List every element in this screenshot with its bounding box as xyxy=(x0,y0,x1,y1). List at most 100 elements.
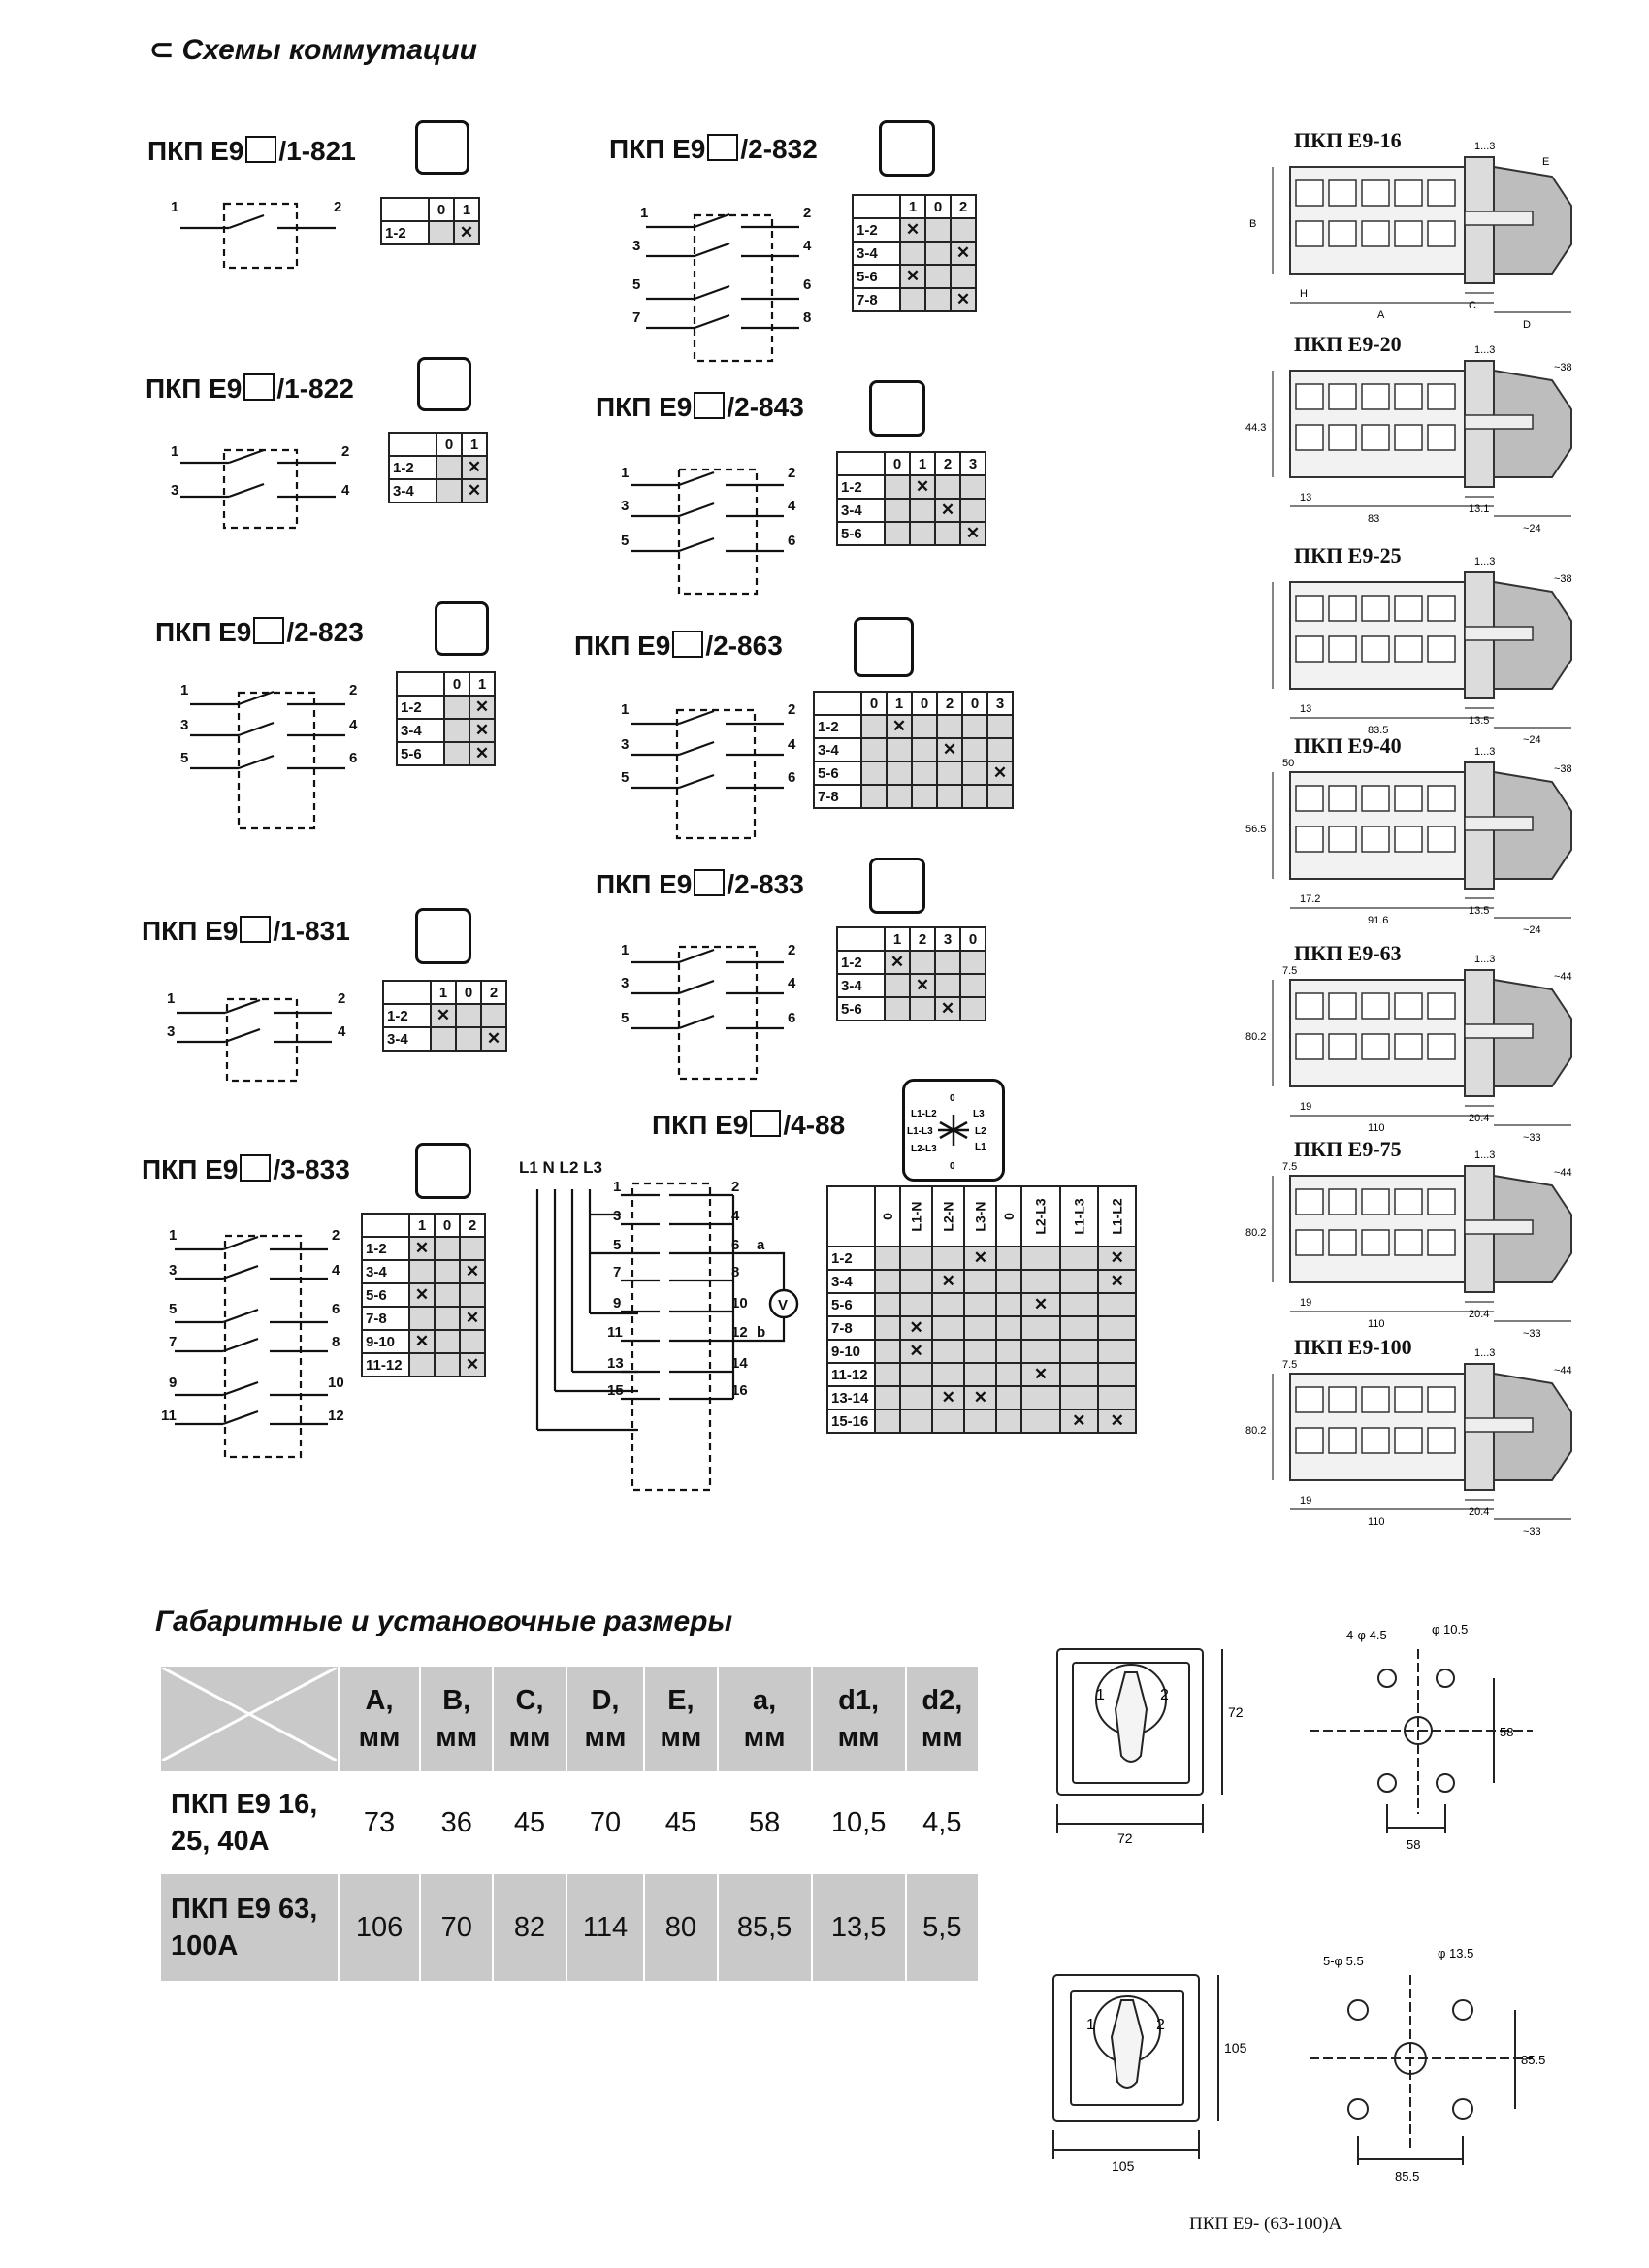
dimension-label: 80.2 xyxy=(1245,1031,1266,1043)
open-contact-cell xyxy=(931,1246,966,1271)
open-contact-cell xyxy=(860,714,888,739)
position-label: 0 xyxy=(452,675,462,693)
dimension-label: ~24 xyxy=(1523,924,1541,936)
dimension-header: C, мм xyxy=(492,1665,567,1773)
dimension-label: 13.5 xyxy=(1469,715,1489,727)
open-contact-cell xyxy=(899,287,926,312)
dimension-symbol: A, xyxy=(365,1685,394,1716)
dimension-value: 45 xyxy=(643,1771,719,1874)
open-contact-cell xyxy=(1020,1246,1061,1271)
svg-text:L2-L3: L2-L3 xyxy=(911,1144,937,1154)
position-header: 1 xyxy=(461,432,488,457)
dimension-label: 50 xyxy=(1282,758,1294,769)
svg-text:6: 6 xyxy=(788,769,795,786)
hole-pattern-small: 4-φ 4.5 φ 10.5 58 58 xyxy=(1310,1622,1533,1852)
position-header: L1-L3 xyxy=(1058,1185,1100,1247)
dimension-label: 13.1 xyxy=(1469,503,1489,515)
dimension-unit: мм xyxy=(508,1722,551,1753)
contact-pair-label: 1-2 xyxy=(388,455,437,480)
svg-text:8: 8 xyxy=(803,309,811,326)
open-contact-cell xyxy=(934,973,961,998)
contact-pair-label: 3-4 xyxy=(836,498,886,523)
contact-pair-label: 7-8 xyxy=(852,287,901,312)
position-label: 0 xyxy=(933,198,943,215)
position-header: 0 xyxy=(860,691,888,716)
table-row: 5-6 ✕ xyxy=(836,996,986,1021)
open-contact-cell xyxy=(874,1292,901,1317)
dimension-label: 1...3 xyxy=(1474,556,1495,567)
table-row: 9-10✕ xyxy=(826,1339,1138,1364)
closed-contact-mark: ✕ xyxy=(898,1339,934,1364)
dimension-symbol: C, xyxy=(515,1685,544,1716)
open-contact-cell xyxy=(899,241,926,266)
contact-pair-label: 3-4 xyxy=(382,1026,432,1052)
open-contact-cell xyxy=(884,521,911,546)
table-row: 1-2✕ xyxy=(361,1236,486,1261)
position-label: 0 xyxy=(869,695,879,712)
position-header: 0 xyxy=(884,451,911,476)
svg-text:2: 2 xyxy=(1160,1687,1169,1703)
dimension-unit: мм xyxy=(743,1722,786,1753)
position-header: 3 xyxy=(986,691,1014,716)
closed-contact-mark: ✕ xyxy=(899,217,926,243)
position-header: 0 xyxy=(455,980,482,1005)
dimension-header: A,мм xyxy=(337,1665,422,1773)
closed-contact-mark: ✕ xyxy=(469,718,496,743)
open-contact-cell xyxy=(959,973,986,998)
svg-text:0: 0 xyxy=(950,1161,955,1172)
knob-position-icon xyxy=(415,1143,471,1199)
dimension-label: 20.4 xyxy=(1469,1507,1489,1518)
dimension-label: 1...3 xyxy=(1474,1150,1495,1161)
table-row: 1-2✕ xyxy=(380,220,480,245)
svg-text:2: 2 xyxy=(803,205,811,221)
svg-text:1: 1 xyxy=(169,1227,177,1244)
scheme-prefix: ПКП Е9 xyxy=(609,134,706,164)
open-contact-cell xyxy=(884,498,911,523)
dimension-label: 110 xyxy=(1368,1318,1385,1330)
open-contact-cell xyxy=(860,737,888,762)
voltmeter-icon xyxy=(768,1288,799,1319)
open-contact-cell xyxy=(884,973,911,998)
open-contact-cell xyxy=(428,220,455,245)
svg-text:1: 1 xyxy=(640,205,648,221)
open-contact-cell xyxy=(1058,1362,1100,1387)
open-contact-cell xyxy=(959,950,986,975)
open-contact-cell xyxy=(1058,1385,1100,1410)
contact-pair-label: 5-6 xyxy=(836,996,886,1021)
dimension-header: B,мм xyxy=(419,1665,495,1773)
closed-contact-mark: ✕ xyxy=(934,996,961,1021)
svg-text:4-φ 4.5: 4-φ 4.5 xyxy=(1346,1628,1387,1642)
dimension-value: 5,5 xyxy=(904,1872,981,1983)
open-contact-cell xyxy=(936,761,963,786)
position-header: 2 xyxy=(909,926,936,952)
table-row: 5-6✕ xyxy=(826,1292,1138,1317)
dimension-value: 45 xyxy=(492,1771,567,1874)
position-header: 0 xyxy=(959,926,986,952)
dimension-label: 110 xyxy=(1368,1516,1385,1528)
rating-box xyxy=(694,392,726,419)
svg-text:4: 4 xyxy=(332,1262,340,1279)
svg-text:2: 2 xyxy=(349,682,357,698)
position-label: 1 xyxy=(908,198,918,215)
closed-contact-mark: ✕ xyxy=(459,1259,486,1284)
drawing-title: ПКП Е9-75 xyxy=(1294,1137,1402,1161)
svg-text:11: 11 xyxy=(161,1408,177,1424)
position-label: 1 xyxy=(469,436,479,453)
svg-text:13: 13 xyxy=(607,1355,624,1372)
dimension-symbol: a, xyxy=(752,1685,777,1716)
dimension-label: 56.5 xyxy=(1245,824,1266,835)
open-contact-cell xyxy=(874,1409,901,1434)
dimension-label: ~38 xyxy=(1554,362,1572,373)
table-row: 3-4✕ xyxy=(388,478,488,503)
open-contact-cell xyxy=(443,695,470,720)
contact-pair-label: 1-2 xyxy=(836,474,886,500)
open-contact-cell xyxy=(898,1246,934,1271)
corner-cell xyxy=(361,1213,410,1238)
svg-text:5: 5 xyxy=(632,276,640,293)
scheme-suffix: /2-832 xyxy=(740,134,818,164)
open-contact-cell xyxy=(886,737,913,762)
